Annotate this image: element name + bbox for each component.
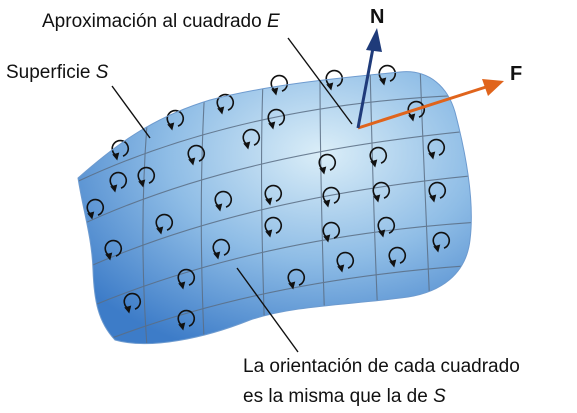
square-approximation-label: Aproximación al cuadrado E [42,11,280,32]
circulation-arrow-icon [432,231,451,253]
circulation-arrow-icon [166,109,185,131]
circulation-arrow-icon [287,268,306,290]
circulation-arrow-icon [318,153,337,175]
circulation-arrow-icon [322,186,341,208]
circulation-arrow-icon [111,139,130,161]
circulation-arrow-icon [109,171,128,193]
circulation-arrow-icon [264,216,283,238]
circulation-arrow-icon [155,213,174,235]
circulation-arrow-icon [187,144,206,166]
square-leader-line [287,37,353,125]
circulation-arrow-icon [242,128,261,150]
circulation-arrow-icon [123,292,142,314]
circulation-arrow-icon [325,69,344,91]
orientation-leader-line [236,267,299,353]
surface-patch [78,71,472,344]
circulation-arrow-icon [264,184,283,206]
circulation-arrow-icon [369,146,388,168]
field-vector-arrow [357,79,504,130]
circulation-arrow-icon [388,246,407,268]
circulation-arrows [86,64,451,331]
surface-leader-line [111,85,151,139]
circulation-arrow-icon [177,309,196,331]
circulation-arrow-icon [214,190,233,212]
circulation-arrow-icon [104,239,123,261]
circulation-arrow-icon [336,251,355,273]
circulation-arrow-icon [378,64,397,86]
circulation-arrow-icon [428,181,447,203]
circulation-arrow-icon [137,166,156,188]
normal-vector-arrow [356,28,382,129]
surface-label: Superficie S [6,62,109,83]
circulation-arrow-icon [177,268,196,290]
surface-outline [77,71,472,345]
circulation-arrow-icon [322,221,341,243]
field-vector-label: F [510,63,522,85]
circulation-arrow-icon [212,238,231,260]
circulation-arrow-icon [86,198,105,220]
circulation-arrow-icon [427,138,446,160]
normal-vector-label: N [370,6,384,28]
orientation-label-line1: La orientación de cada cuadrado [243,356,520,377]
orientation-label-line2: es la misma que la de S [243,386,446,407]
circulation-arrow-icon [216,93,235,115]
circulation-arrow-icon [270,74,289,96]
circulation-arrow-icon [372,181,391,203]
circulation-arrow-icon [267,108,286,130]
circulation-arrow-icon [377,216,396,238]
